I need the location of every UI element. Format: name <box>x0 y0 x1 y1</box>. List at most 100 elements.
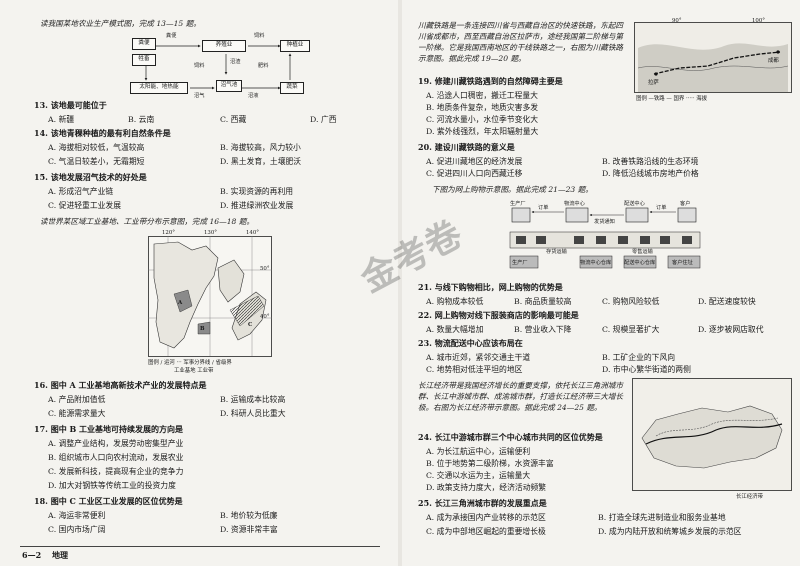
railway-map: 90° 100° 拉萨 成都 图例 —铁路 — 国界 ····· 海拔 <box>634 18 792 102</box>
lbl-manure2: 粪便 <box>166 33 177 39</box>
lbl-customer: 客户 <box>680 201 691 207</box>
q18-option-c[interactable]: C. 国内市场广阔 <box>48 525 106 534</box>
box-solar-geothermal: 太阳能、地热能 <box>130 82 188 94</box>
lon-120: 120° <box>162 230 175 236</box>
q23-option-b[interactable]: B. 工矿企业的下风向 <box>602 353 676 362</box>
q17-option-b[interactable]: B. 组织城市人口向农村流动，发展农业 <box>48 453 184 462</box>
q25-option-c[interactable]: C. 成为中部地区崛起的重要增长极 <box>426 527 546 536</box>
q13-option-a[interactable]: A. 新疆 <box>48 115 75 124</box>
lat-50: 50° <box>260 266 270 272</box>
lbl-residue: 沼渣 <box>230 59 241 65</box>
q24-option-d[interactable]: D. 政策支持力度大，经济活动频繁 <box>426 483 547 492</box>
industrial-region-map: 120° 130° 140° 50° 40° A B C 图例 ∕ 运河 ···… <box>148 230 272 374</box>
q19-option-a[interactable]: A. 沿途人口稠密，搬迁工程量大 <box>426 91 538 100</box>
q22-option-a[interactable]: A. 数量大幅增加 <box>426 325 484 334</box>
q16-option-d[interactable]: D. 科研人员比重大 <box>220 409 286 418</box>
q25-stem: 25. 长江三角洲城市群的发展重点是 <box>418 498 547 508</box>
q16-option-a[interactable]: A. 产品附加值低 <box>48 395 106 404</box>
q19-option-b[interactable]: B. 地质条件复杂，地质灾害多发 <box>426 103 539 112</box>
q25-option-d[interactable]: D. 成为内陆开放和统筹城乡发展的示范区 <box>598 527 742 536</box>
q17-stem: 17. 图中 B 工业基地可持续发展的方向是 <box>34 424 184 434</box>
q16-option-b[interactable]: B. 运输成本比较高 <box>220 395 286 404</box>
q20-option-b[interactable]: B. 改善铁路沿线的生态环境 <box>602 157 699 166</box>
q17-option-d[interactable]: D. 加大对钢铁等传统工业的投资力度 <box>48 481 176 490</box>
lbl-stock-transport: 存货运输 <box>546 249 567 255</box>
q15-option-c[interactable]: C. 促进轻重工业发展 <box>48 201 122 210</box>
q14-option-a[interactable]: A. 海拔相对较低，气温较高 <box>48 143 145 152</box>
region-a-label: A <box>178 300 183 306</box>
q14-option-c[interactable]: C. 气温日较差小，无霜期短 <box>48 157 145 166</box>
lbl-factory2: 生产厂 <box>512 260 528 266</box>
q16-option-c[interactable]: C. 能源需求量大 <box>48 409 106 418</box>
lbl-delivery-notice: 发货通知 <box>594 219 615 225</box>
lbl-customer-address: 客户住址 <box>672 260 693 266</box>
lbl-logistics-warehouse: 物流中心仓库 <box>580 260 612 266</box>
map3-legend: 长江经济带 <box>736 494 763 500</box>
q17-option-a[interactable]: A. 调整产业结构，发展劳动密集型产业 <box>48 439 184 448</box>
lbl-order2: 订单 <box>656 205 667 211</box>
q23-option-a[interactable]: A. 城市近郊，紧邻交通主干道 <box>426 353 531 362</box>
q21-stem: 21. 与线下购物相比，网上购物的优势是 <box>418 282 563 292</box>
city-chengdu: 成都 <box>768 58 779 64</box>
q24-option-b[interactable]: B. 位于地势第二级阶梯，水资源丰富 <box>426 459 554 468</box>
q18-option-d[interactable]: D. 资源非常丰富 <box>220 525 278 534</box>
q19-option-d[interactable]: D. 紫外线强烈，年太阳辐射量大 <box>426 127 539 136</box>
q13-option-c[interactable]: C. 西藏 <box>220 115 247 124</box>
city-lhasa: 拉萨 <box>648 80 659 86</box>
q22-option-b[interactable]: B. 营业收入下降 <box>514 325 572 334</box>
q13-option-d[interactable]: D. 广西 <box>310 115 337 124</box>
q19-option-c[interactable]: C. 河流水量小，水位季节变化大 <box>426 115 539 124</box>
lon-90: 90° <box>672 18 682 24</box>
q25-option-b[interactable]: B. 打造全球先进制造业和服务业基地 <box>598 513 726 522</box>
q23-stem: 23. 物流配送中心应该布局在 <box>418 338 523 348</box>
right-page: 川藏铁路是一条连接四川省与西藏自治区的快速铁路，东起四川省成都市，西至西藏自治区… <box>402 0 800 566</box>
q18-stem: 18. 图中 C 工业区工业发展的区位优势是 <box>34 496 183 506</box>
q22-option-d[interactable]: D. 逐步被网店取代 <box>698 325 764 334</box>
map1-legend-industry: 工业基地 工业带 <box>174 368 214 374</box>
q23-option-c[interactable]: C. 地势相对低洼平坦的地区 <box>426 365 523 374</box>
q14-option-b[interactable]: B. 海拔较高，风力较小 <box>220 143 301 152</box>
q23-option-d[interactable]: D. 市中心繁华街道的两侧 <box>602 365 691 374</box>
q25-option-a[interactable]: A. 成为承接国内产业转移的示范区 <box>426 513 546 522</box>
lbl-feed: 饲料 <box>194 63 205 69</box>
online-shopping-diagram: 生产厂 订单 物流中心 发货通知 配送中心 订单 客户 存货运输 零售运输 生产… <box>506 198 706 274</box>
lbl-factory: 生产厂 <box>510 201 526 207</box>
q13-option-b[interactable]: B. 云南 <box>128 115 155 124</box>
q15-stem: 15. 该地发展沼气技术的好处是 <box>34 172 147 182</box>
q15-option-b[interactable]: B. 实现资源的再利用 <box>220 187 294 196</box>
q21-option-b[interactable]: B. 商品质量较高 <box>514 297 572 306</box>
box-biogas-pit: 沼气池 <box>216 80 242 92</box>
q21-option-d[interactable]: D. 配送速度较快 <box>698 297 756 306</box>
yangtze-map-graphic <box>632 378 792 491</box>
q18-option-a[interactable]: A. 海运非常便利 <box>48 511 106 520</box>
q22-option-c[interactable]: C. 规模显著扩大 <box>602 325 660 334</box>
lbl-slurry: 沼液 <box>248 93 259 99</box>
q17-option-c[interactable]: C. 发展新科技，提高现有企业的竞争力 <box>48 467 184 476</box>
q24-option-c[interactable]: C. 交通以水运为主，运输量大 <box>426 471 531 480</box>
intro-16-18: 读世界某区域工业基地、工业带分布示意图，完成 16—18 题。 <box>40 217 254 226</box>
q20-option-c[interactable]: C. 促进四川人口向西藏迁移 <box>426 169 523 178</box>
shopping-flow-graphic <box>509 207 701 269</box>
lbl-biogas: 沼气 <box>194 93 205 99</box>
q22-stem: 22. 网上购物对线下服装商店的影响最可能是 <box>418 310 579 320</box>
q21-option-c[interactable]: C. 购物风险较低 <box>602 297 660 306</box>
q24-option-a[interactable]: A. 为长江航运中心，运输便利 <box>426 447 531 456</box>
q21-option-a[interactable]: A. 购物成本较低 <box>426 297 484 306</box>
q14-option-d[interactable]: D. 黑土发育，土壤肥沃 <box>220 157 302 166</box>
q20-option-d[interactable]: D. 降低沿线城市房地产价格 <box>602 169 699 178</box>
lbl-logistics-center: 物流中心 <box>564 201 585 207</box>
q15-option-a[interactable]: A. 形成沼气产业链 <box>48 187 114 196</box>
intro-21-23: 下图为网上购物示意图。据此完成 21—23 题。 <box>432 185 593 194</box>
lbl-distribution-warehouse: 配送中心仓库 <box>624 260 656 266</box>
lbl-retail-transport: 零售运输 <box>632 249 653 255</box>
q13-stem: 13. 该地最可能位于 <box>34 100 107 110</box>
map1-legend: 图例 ∕ 运河 ··· 军事分界线 ∕ 省级界 <box>148 360 232 366</box>
q14-stem: 14. 该地青稞种植的最有利自然条件是 <box>34 128 171 138</box>
lbl-fertilizer: 肥料 <box>258 63 269 69</box>
q20-stem: 20. 建设川藏铁路的意义是 <box>418 142 515 152</box>
q20-option-a[interactable]: A. 促进川藏地区的经济发展 <box>426 157 523 166</box>
lon-140: 140° <box>246 230 259 236</box>
q15-option-d[interactable]: D. 推进绿洲农业发展 <box>220 201 294 210</box>
left-footer-rule <box>20 546 380 547</box>
q18-option-b[interactable]: B. 地价较为低廉 <box>220 511 278 520</box>
